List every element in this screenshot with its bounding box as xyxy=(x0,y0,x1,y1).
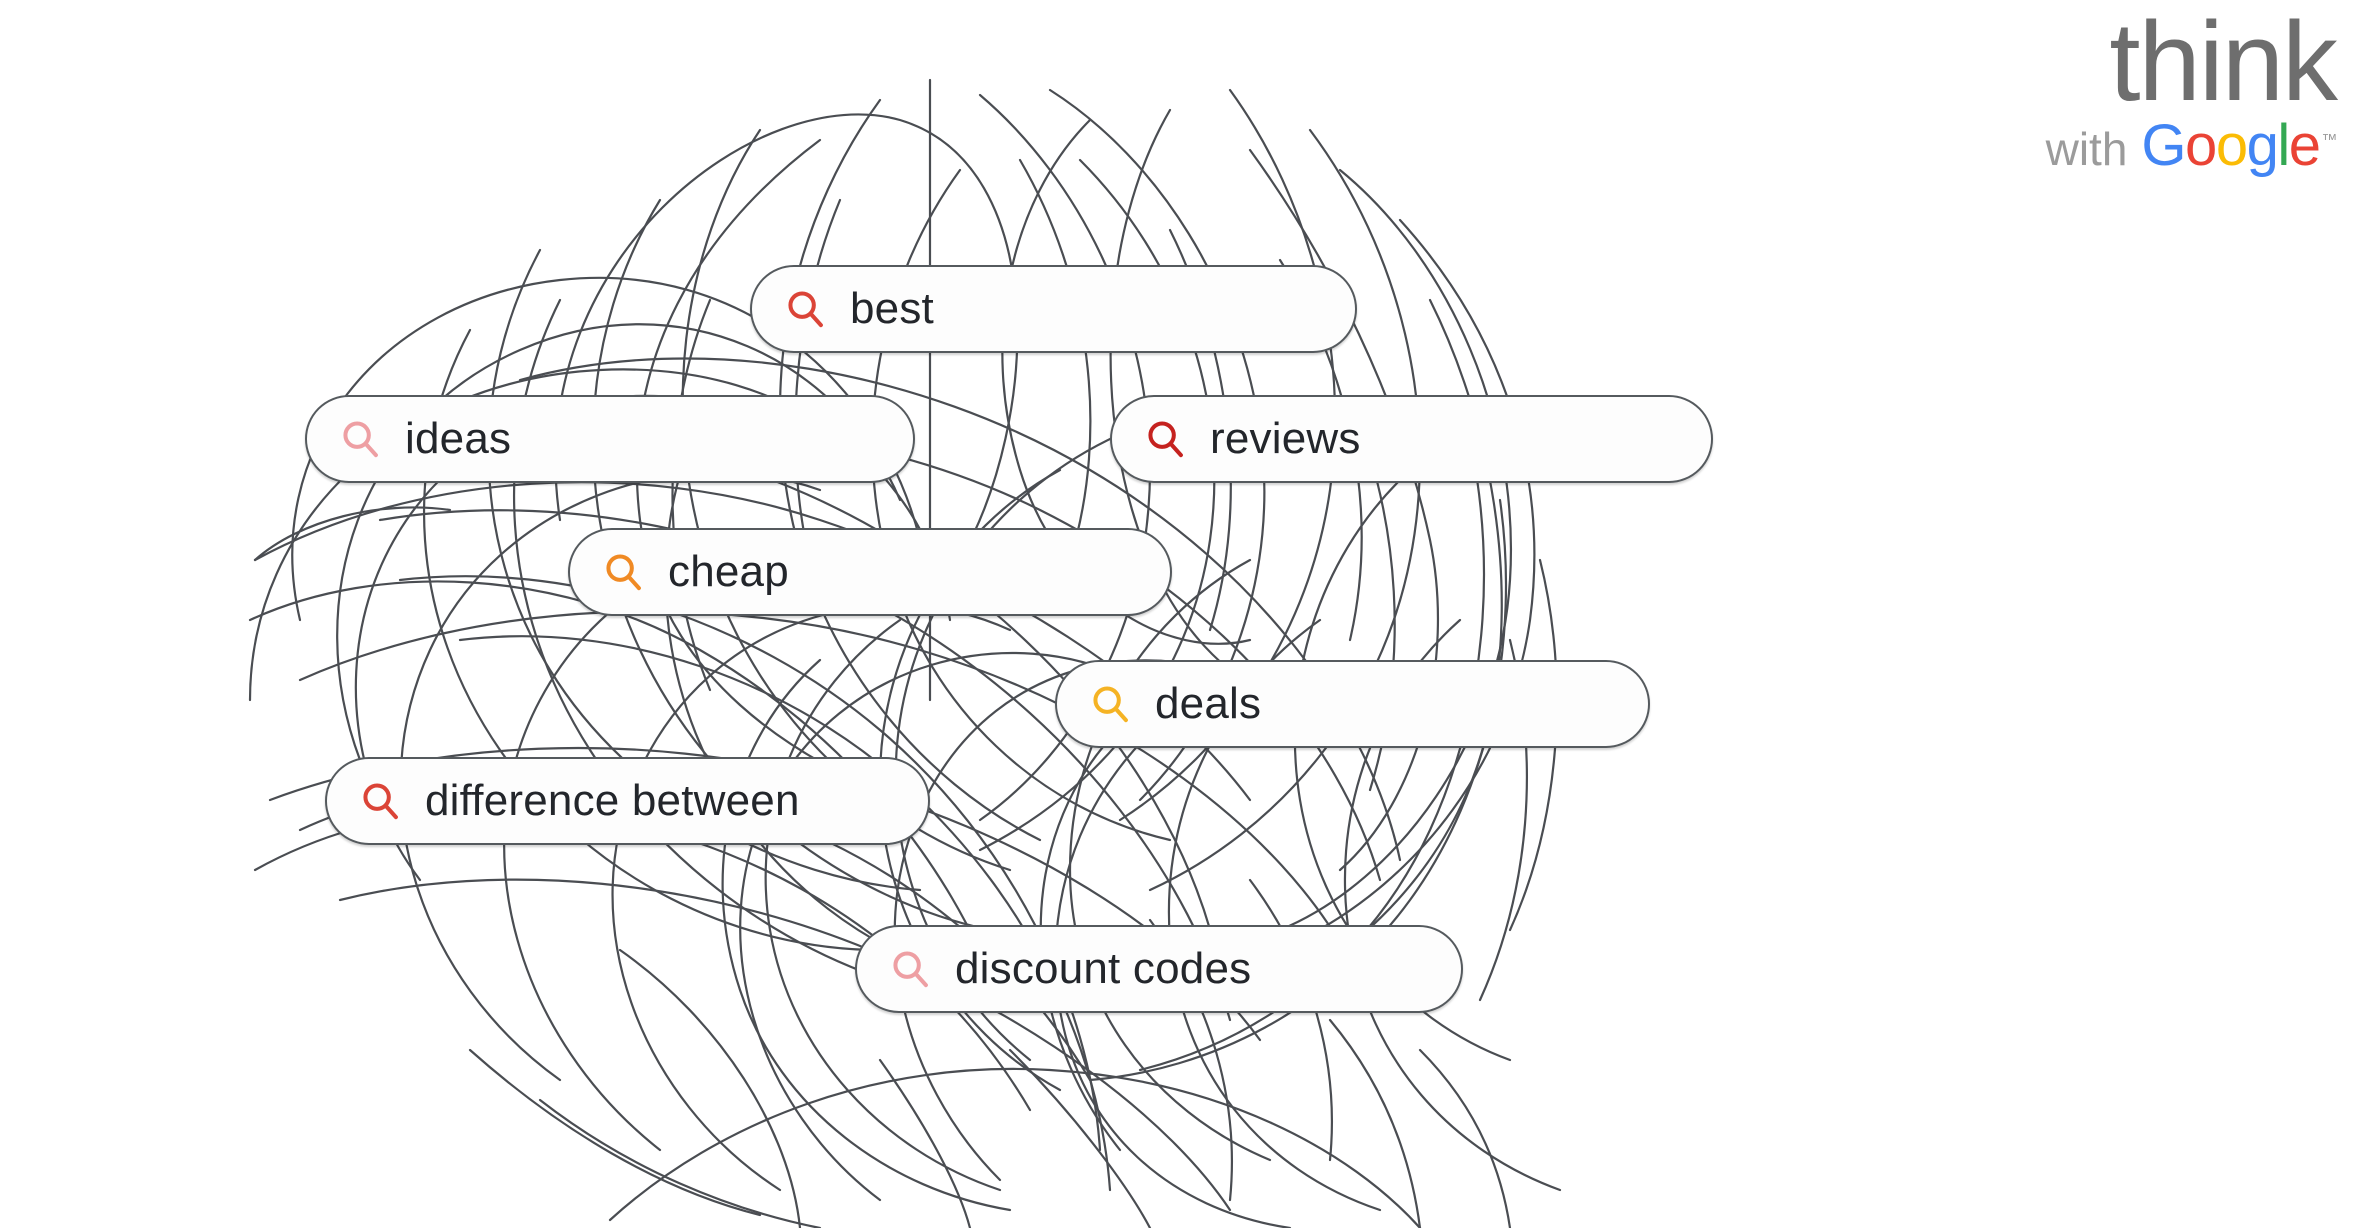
logo-google-letter: o xyxy=(2215,113,2248,178)
logo-with-word: with xyxy=(2045,123,2128,175)
search-pill-label: reviews xyxy=(1210,414,1361,463)
search-pill-best[interactable]: best xyxy=(750,265,1357,353)
search-pill-difference-between[interactable]: difference between xyxy=(325,757,930,845)
search-pill-deals[interactable]: deals xyxy=(1055,660,1650,748)
search-icon xyxy=(1142,416,1188,462)
search-icon xyxy=(1087,681,1133,727)
search-pill-label: discount codes xyxy=(955,944,1252,993)
logo-google-letter: o xyxy=(2185,113,2217,178)
search-pill-label: best xyxy=(850,284,934,333)
search-icon xyxy=(357,778,403,824)
search-icon xyxy=(337,416,383,462)
search-icon xyxy=(887,946,933,992)
search-pill-reviews[interactable]: reviews xyxy=(1110,395,1713,483)
search-pill-ideas[interactable]: ideas xyxy=(305,395,915,483)
logo-google-letter: g xyxy=(2246,113,2279,178)
search-icon xyxy=(782,286,828,332)
logo-think-wordmark: think xyxy=(2109,0,2338,124)
search-pill-label: difference between xyxy=(425,776,800,825)
search-pill-cheap[interactable]: cheap xyxy=(568,528,1172,616)
search-pill-label: cheap xyxy=(668,547,789,596)
logo-google-letter: G xyxy=(2141,113,2186,178)
search-pill-label: deals xyxy=(1155,679,1262,728)
logo-google-letter: l xyxy=(2277,113,2290,178)
search-pill-discount-codes[interactable]: discount codes xyxy=(855,925,1463,1013)
logo-trademark-symbol: ™ xyxy=(2321,131,2338,149)
search-icon xyxy=(600,549,646,595)
logo-google-letter: e xyxy=(2288,113,2321,178)
search-pill-label: ideas xyxy=(405,414,512,463)
